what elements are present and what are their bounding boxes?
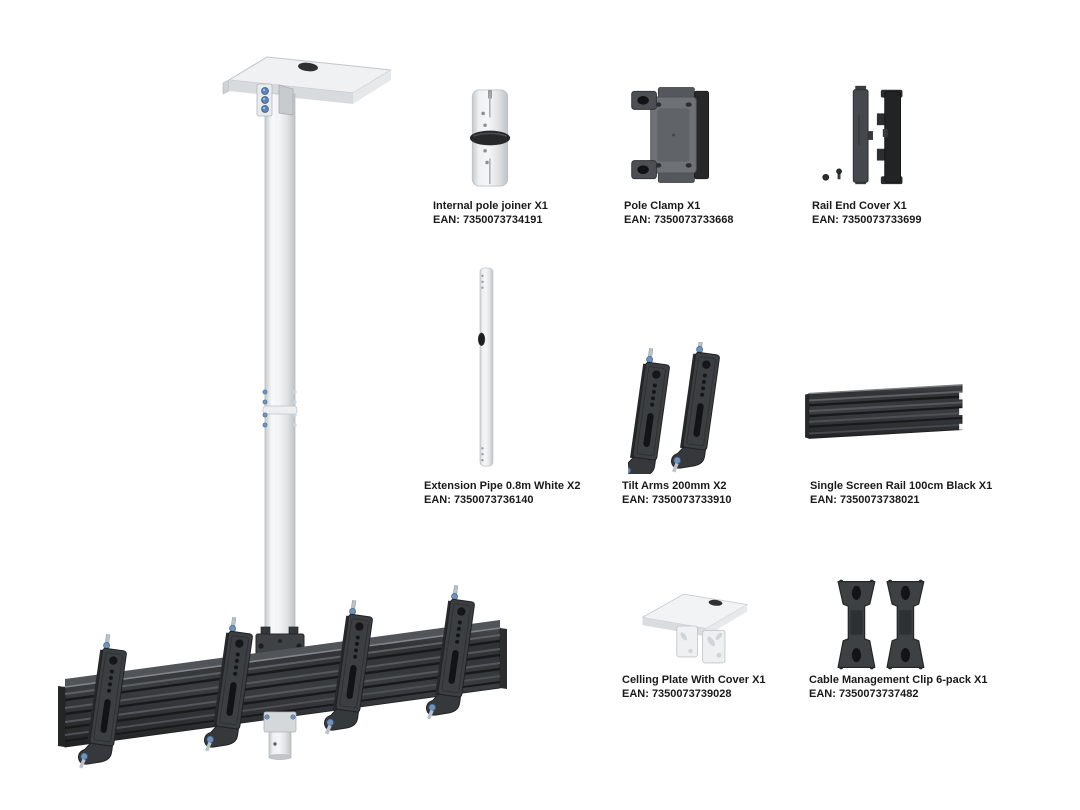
part-ean-label: EAN: 7350073736140 <box>424 493 534 506</box>
part-ean-label: EAN: 7350073733668 <box>624 213 734 226</box>
part-name-label: Single Screen Rail 100cm Black X1 <box>810 480 993 492</box>
part-name-label: Cable Management Clip 6-pack X1 <box>809 674 988 686</box>
part-ean-label: EAN: 7350073738021 <box>810 493 920 506</box>
part-ean-label: EAN: 7350073739028 <box>622 687 732 700</box>
part-pole-clamp: Pole Clamp X1 EAN: 7350073733668 <box>624 200 733 227</box>
part-internal-pole-joiner: Internal pole joiner X1 EAN: 73500737341… <box>433 200 548 227</box>
single-screen-rail-image <box>805 384 964 439</box>
part-name-label: Extension Pipe 0.8m White X2 <box>424 480 581 492</box>
extension-pipe-image <box>477 267 494 467</box>
part-ceiling-plate-with-cover: Celling Plate With Cover X1 EAN: 7350073… <box>622 674 766 701</box>
part-ean-label: EAN: 7350073733699 <box>812 213 922 226</box>
part-ean-label: EAN: 7350073734191 <box>433 213 543 226</box>
internal-pole-joiner-image <box>469 89 511 187</box>
part-single-screen-rail: Single Screen Rail 100cm Black X1 EAN: 7… <box>810 480 992 507</box>
main-assembly-illustration <box>58 56 507 773</box>
tilt-arms-image <box>628 342 723 474</box>
part-tilt-arms: Tilt Arms 200mm X2 EAN: 7350073733910 <box>622 480 731 507</box>
part-name-label: Pole Clamp X1 <box>624 200 701 212</box>
part-name-label: Tilt Arms 200mm X2 <box>622 480 727 492</box>
pole-clamp-image <box>631 87 710 183</box>
part-extension-pipe: Extension Pipe 0.8m White X2 EAN: 735007… <box>424 480 581 507</box>
rail-end-cover-image <box>822 85 903 185</box>
part-name-label: Internal pole joiner X1 <box>433 200 548 212</box>
part-ean-label: EAN: 7350073737482 <box>809 687 919 700</box>
ceiling-plate-with-cover-image <box>641 593 748 664</box>
part-name-label: Celling Plate With Cover X1 <box>622 674 766 686</box>
part-cable-management-clip: Cable Management Clip 6-pack X1 EAN: 735… <box>809 674 988 701</box>
part-ean-label: EAN: 7350073733910 <box>622 493 732 506</box>
cable-management-clip-image <box>837 579 925 670</box>
part-rail-end-cover: Rail End Cover X1 EAN: 7350073733699 <box>812 200 921 227</box>
part-name-label: Rail End Cover X1 <box>812 200 907 212</box>
